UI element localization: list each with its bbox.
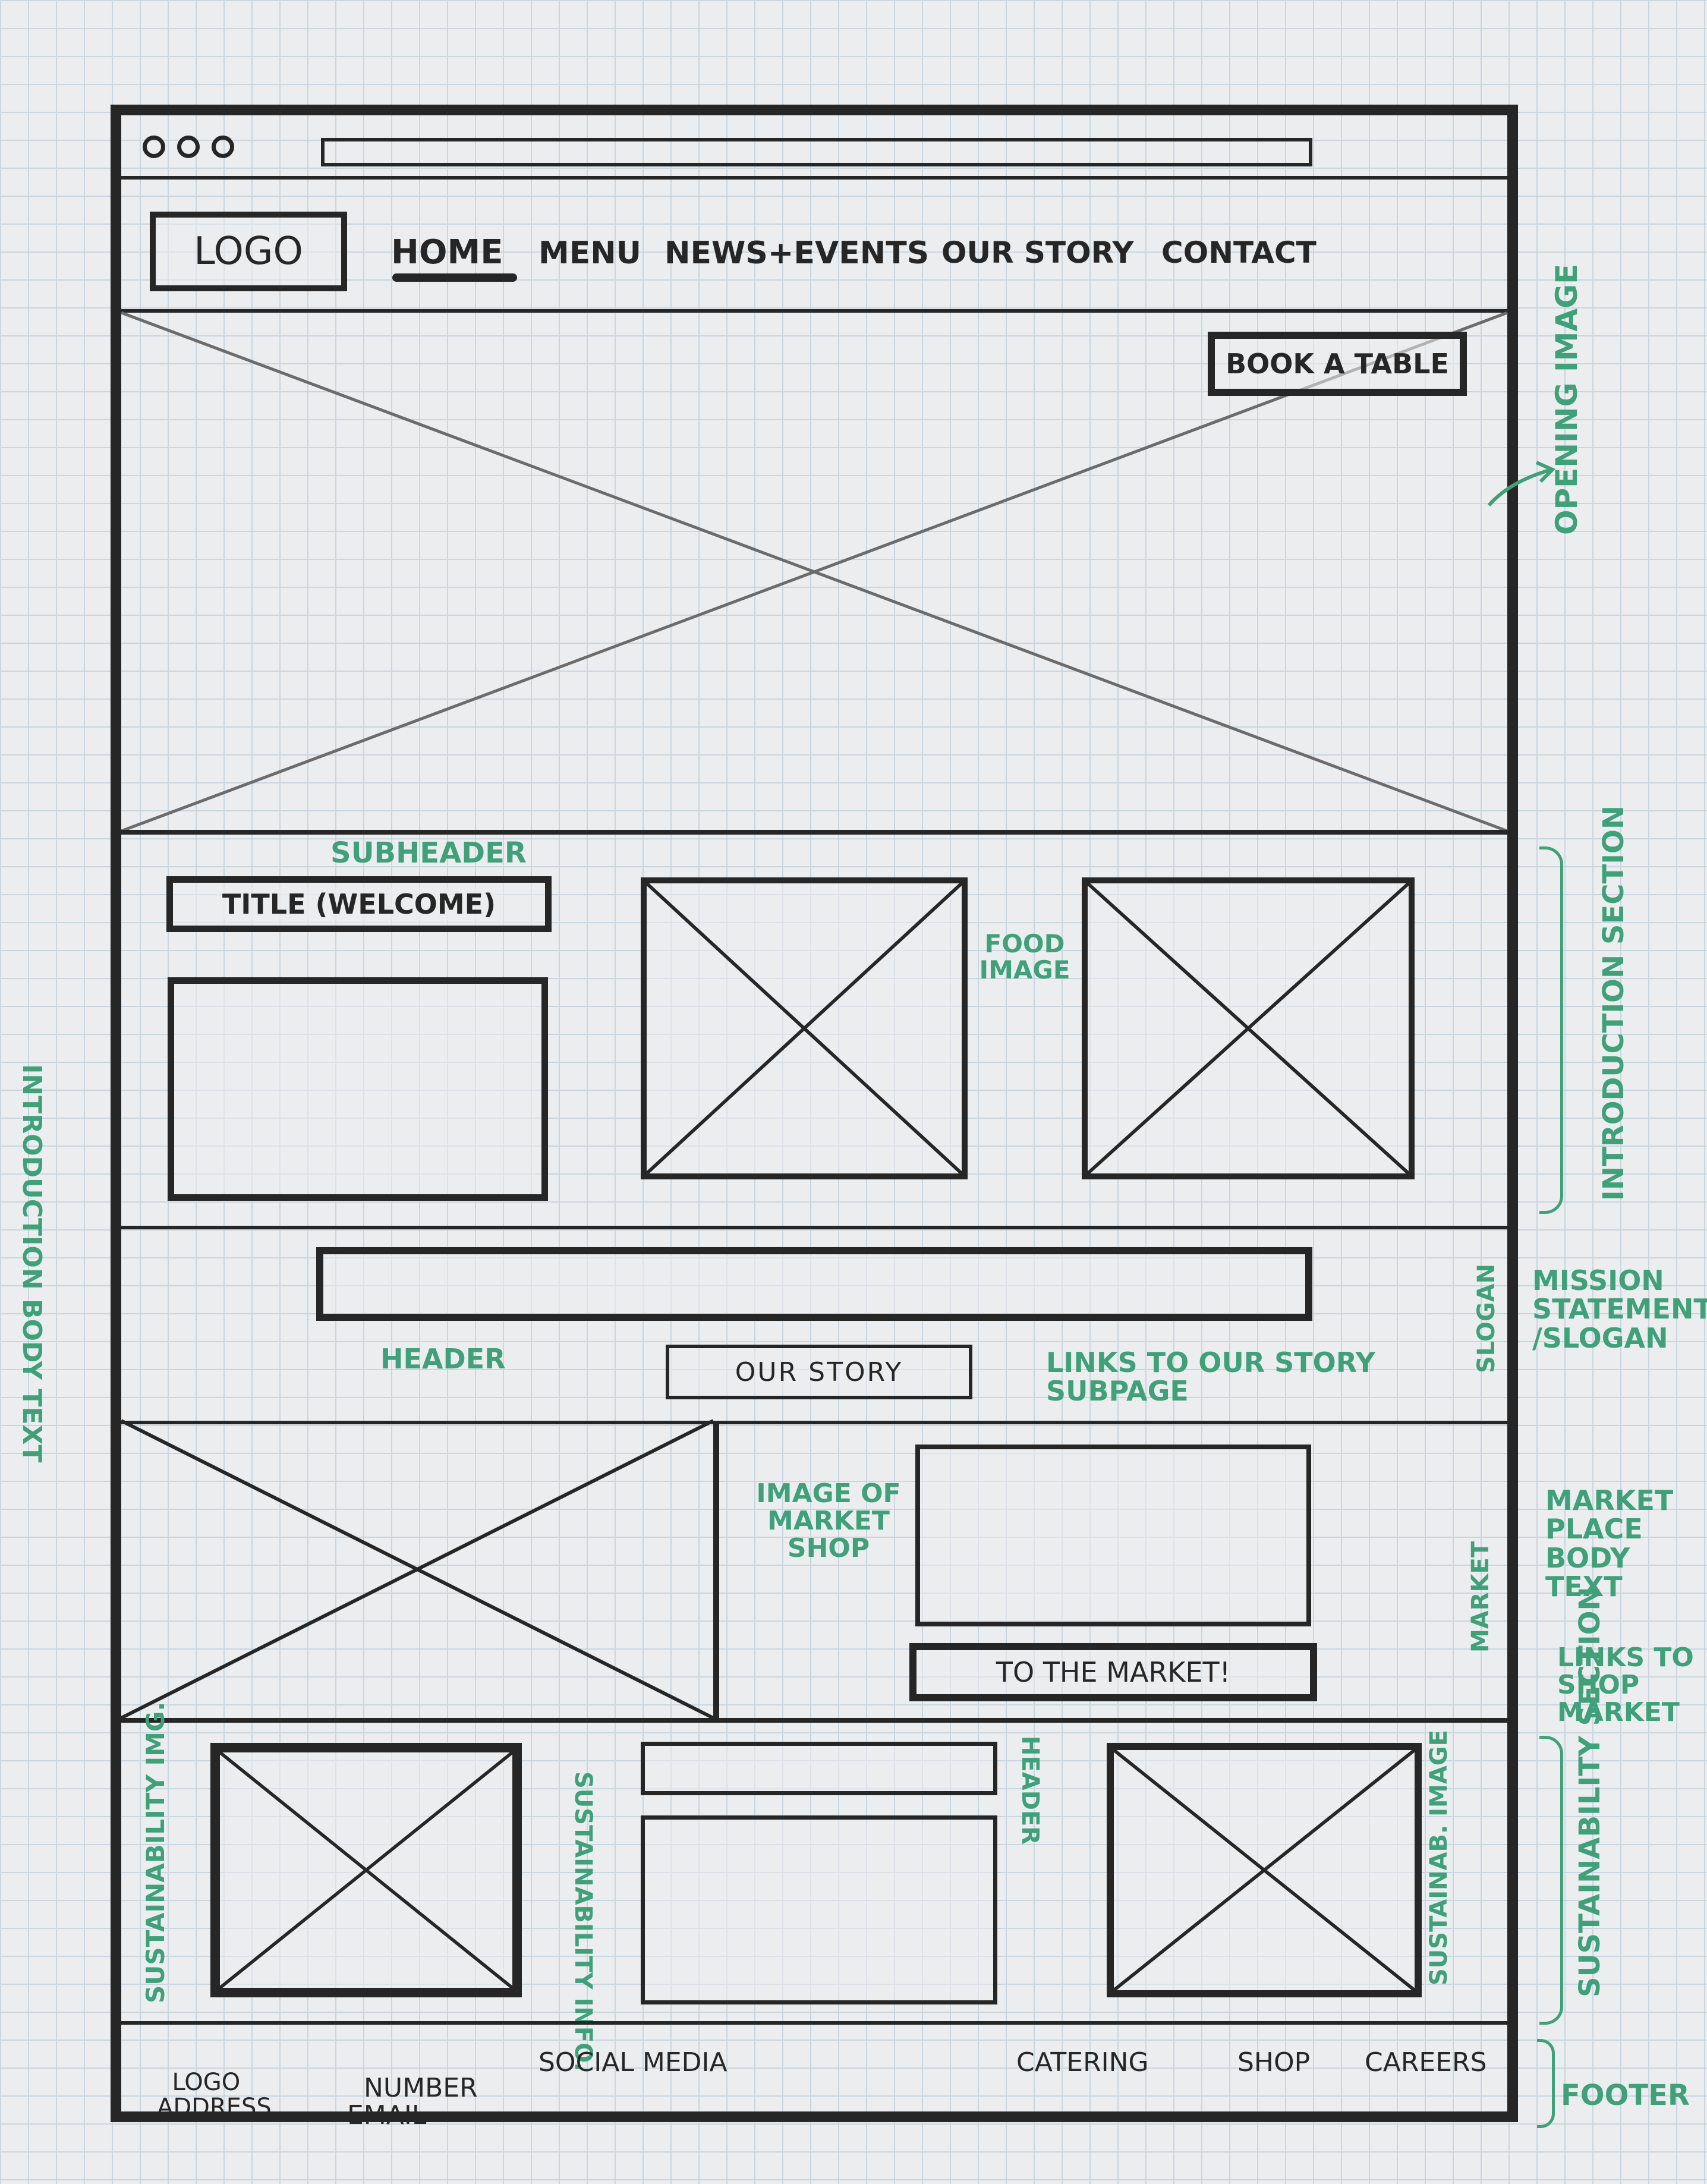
footer-shop[interactable]: SHOP: [1237, 2047, 1311, 2078]
footer-annotation: FOOTER: [1561, 2079, 1690, 2112]
introduction-section-annotation: INTRODUCTION SECTION: [1597, 805, 1630, 1201]
browser-dots: [143, 136, 256, 165]
sustainability-header-annotation: HEADER: [1016, 1736, 1044, 1845]
our-story-button[interactable]: OUR STORY: [666, 1345, 972, 1399]
food-image-2: [1082, 877, 1415, 1179]
sustainability-divider: [121, 2021, 1507, 2025]
footer-social-media[interactable]: SOCIAL MEDIA: [538, 2047, 727, 2078]
hero-divider: [121, 830, 1507, 835]
sustainability-image-1: [210, 1743, 522, 1997]
market-image-placeholder: [120, 1419, 719, 1720]
sustainability-image-2: [1107, 1743, 1422, 1997]
nav-item-home[interactable]: HOME: [391, 233, 503, 272]
hero-image-placeholder: [121, 311, 1508, 833]
nav-item-menu[interactable]: MENU: [538, 235, 642, 271]
window-dot-icon[interactable]: [212, 136, 234, 158]
footer-careers[interactable]: CAREERS: [1365, 2047, 1487, 2078]
intro-divider: [121, 1226, 1507, 1229]
sustainability-info-annotation: SUSTAINABILITY INFO.: [569, 1771, 597, 2072]
subheader-annotation: SUBHEADER: [330, 836, 527, 870]
market-body-annotation: MARKET PLACE BODY TEXT: [1545, 1484, 1674, 1603]
sustainability-header-block: [641, 1742, 997, 1795]
logo-text: LOGO: [194, 229, 303, 273]
footer-catering[interactable]: CATERING: [1016, 2047, 1149, 2078]
opening-image-arrow: [1487, 461, 1556, 506]
chrome-divider: [121, 176, 1507, 180]
sustainability-info-block: [641, 1815, 997, 2004]
slogan-bracket-label: SLOGAN: [1473, 1263, 1500, 1373]
slogan-header-block: [316, 1247, 1312, 1321]
sustainability-bracket: [1539, 1736, 1563, 2025]
footer-logo-address[interactable]: LOGO ADDRESS: [157, 2069, 272, 2121]
wireframe-frame: [111, 105, 1518, 2122]
window-dot-icon[interactable]: [143, 136, 165, 158]
sustainability-section-annotation: SUSTAINABILITY SECTION: [1573, 1587, 1607, 1997]
market-body-text-block: [915, 1445, 1311, 1626]
market-link-annotation: LINKS TO SHOP MARKET: [1557, 1642, 1694, 1728]
sustainab-image-annotation: SUSTAINAB. IMAGE: [1425, 1730, 1453, 1985]
food-image-annotation: FOOD IMAGE: [979, 929, 1070, 985]
address-bar[interactable]: [321, 138, 1312, 166]
header-annotation: HEADER: [380, 1343, 506, 1375]
mission-statement-annotation: MISSION STATEMENT /SLOGAN: [1532, 1264, 1707, 1354]
intro-title-block: TITLE (WELCOME): [166, 876, 552, 932]
nav-divider: [121, 309, 1507, 313]
footer-number-email[interactable]: NUMBER EMAIL: [347, 2073, 478, 2131]
nav-item-news-events[interactable]: NEWS+EVENTS: [664, 235, 930, 271]
our-story-link-annotation: LINKS TO OUR STORY SUBPAGE: [1046, 1346, 1375, 1408]
market-image-annotation: IMAGE OF MARKET SHOP: [756, 1478, 901, 1564]
intro-bracket: [1539, 846, 1563, 1214]
slogan-divider: [121, 1421, 1507, 1424]
market-divider: [121, 1718, 1507, 1723]
nav-active-underline: [392, 273, 517, 282]
food-image-1: [641, 877, 968, 1179]
footer-bracket: [1537, 2039, 1555, 2128]
book-a-table-button[interactable]: BOOK A TABLE: [1208, 332, 1467, 396]
intro-body-annotation: INTRODUCTION BODY TEXT: [17, 1064, 48, 1463]
market-bracket-label: MARKET: [1467, 1541, 1494, 1653]
intro-body-text-block: [168, 977, 548, 1201]
logo-box[interactable]: LOGO: [150, 212, 347, 291]
window-dot-icon[interactable]: [177, 136, 200, 158]
nav-item-our-story[interactable]: OUR STORY: [941, 235, 1134, 270]
nav-item-contact[interactable]: CONTACT: [1161, 235, 1317, 270]
to-the-market-button[interactable]: TO THE MARKET!: [909, 1643, 1317, 1701]
sustainability-img-annotation: SUSTAINABILITY IMG.: [141, 1701, 170, 2003]
